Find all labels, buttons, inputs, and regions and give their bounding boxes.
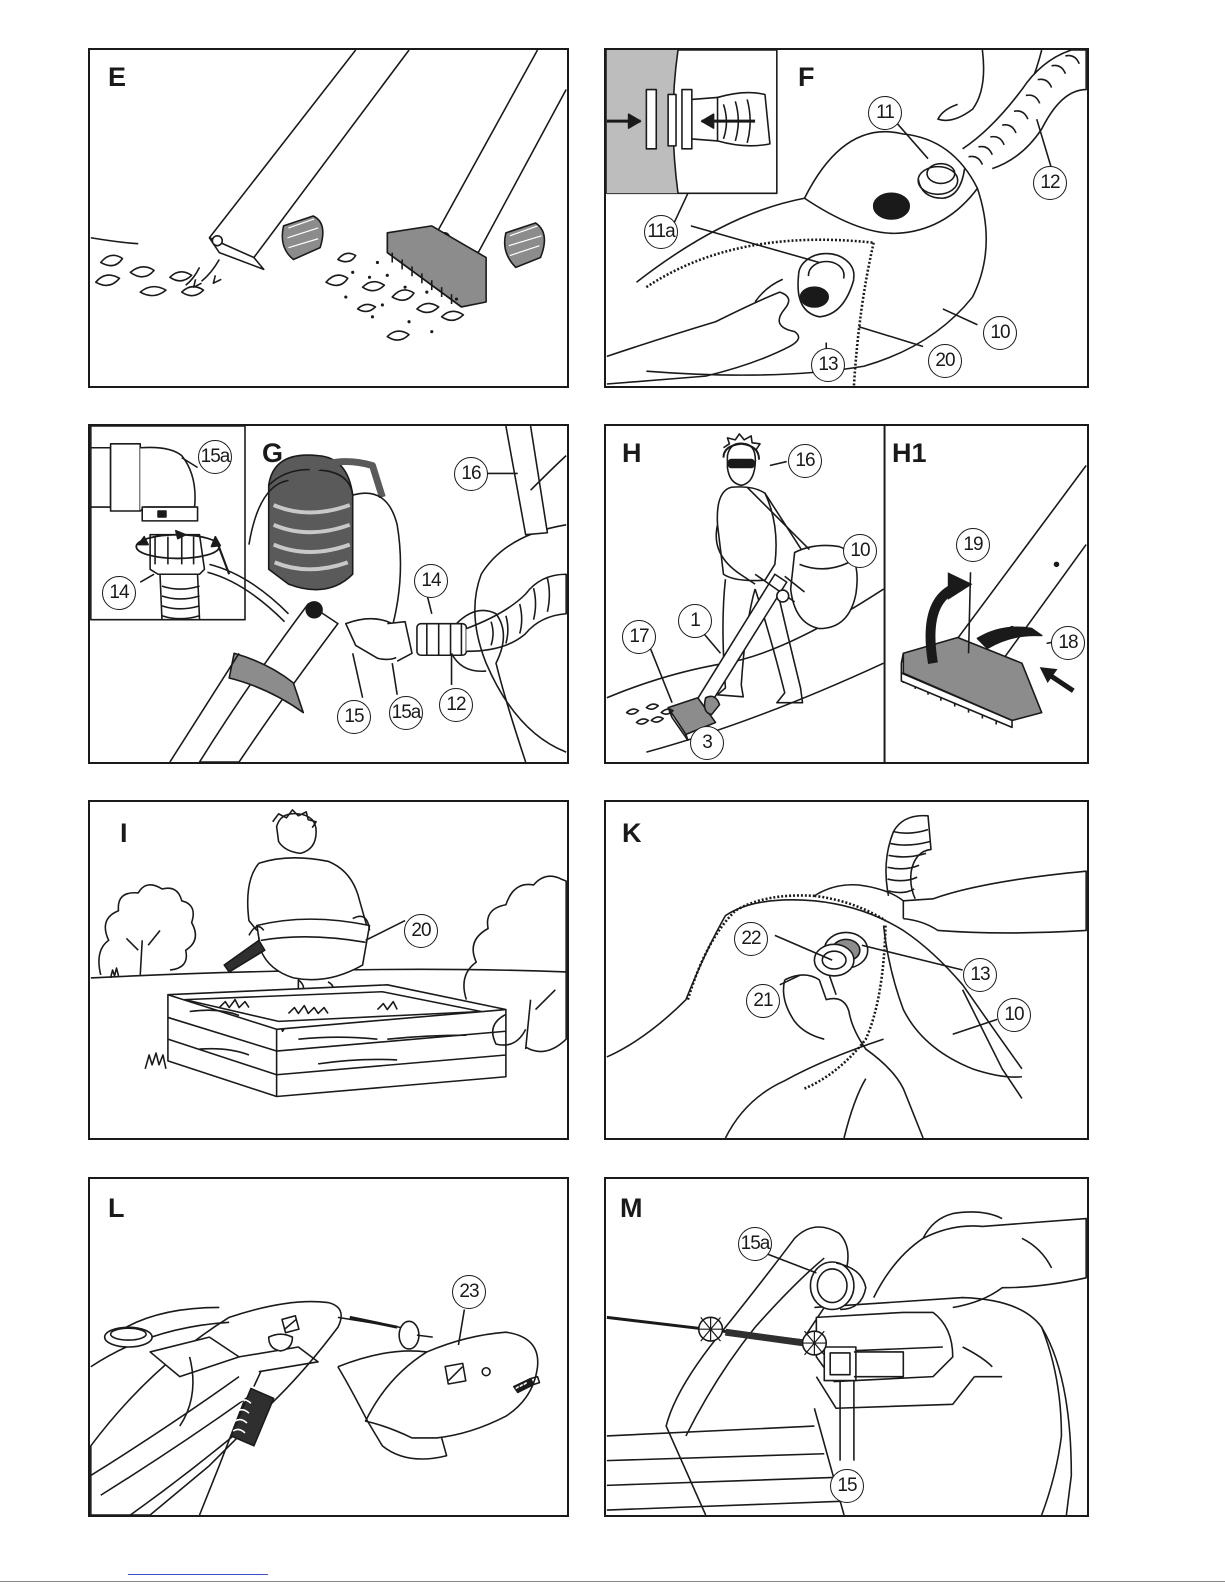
figure-letter: E xyxy=(108,64,126,91)
figure-h-panel: H H1 16 10 1 17 3 19 18 xyxy=(604,424,1089,764)
part-callout-13: 13 xyxy=(963,958,997,992)
part-callout-22: 22 xyxy=(734,922,768,956)
part-callout-20: 20 xyxy=(928,344,962,378)
part-callout-15a: 15a xyxy=(389,696,423,730)
part-callout-21: 21 xyxy=(746,984,780,1018)
part-callout-17: 17 xyxy=(622,620,656,654)
part-callout-3: 3 xyxy=(690,726,724,760)
part-callout-1: 1 xyxy=(678,604,712,638)
part-callout-20: 20 xyxy=(404,914,438,948)
footer-link-underline[interactable] xyxy=(128,1574,268,1575)
page-bottom-rule xyxy=(0,1581,1225,1582)
figure-l-panel: L 23 xyxy=(88,1177,569,1517)
cleaning-motor-cover-illustration xyxy=(90,1179,567,1515)
figure-i-panel: I 20 xyxy=(88,800,569,1140)
part-callout-15a-inset: 15a xyxy=(198,440,232,474)
cleaning-elbow-brush-illustration xyxy=(606,1179,1087,1515)
part-callout-12: 12 xyxy=(1033,166,1067,200)
part-callout-15a: 15a xyxy=(738,1227,772,1261)
part-callout-14: 14 xyxy=(414,564,448,598)
figure-letter-detail: H1 xyxy=(892,440,927,467)
part-callout-12: 12 xyxy=(439,688,473,722)
part-callout-15: 15 xyxy=(337,700,371,734)
figure-letter: G xyxy=(262,440,283,467)
part-callout-16: 16 xyxy=(454,457,488,491)
figure-letter: H xyxy=(622,440,642,467)
part-callout-16: 16 xyxy=(788,444,822,478)
part-callout-10: 10 xyxy=(843,534,877,568)
figure-f-panel: F 11 12 11a 10 13 20 xyxy=(604,48,1089,388)
figure-e-panel: E xyxy=(88,48,569,388)
removing-bag-seal-illustration xyxy=(606,802,1087,1138)
figure-letter: F xyxy=(798,64,815,91)
part-callout-10: 10 xyxy=(983,316,1017,350)
part-callout-18: 18 xyxy=(1051,626,1085,660)
figure-k-panel: K 22 13 21 10 xyxy=(604,800,1089,1140)
figure-g-panel: G 15a 14 16 14 15 15a 12 xyxy=(88,424,569,764)
part-callout-10: 10 xyxy=(997,998,1031,1032)
part-callout-13: 13 xyxy=(811,348,845,382)
part-callout-14-inset: 14 xyxy=(102,576,136,610)
leaf-vacuum-suction-illustration xyxy=(90,50,567,386)
figure-m-panel: M 15a 15 xyxy=(604,1177,1089,1517)
figure-letter: I xyxy=(120,820,128,847)
part-callout-15: 15 xyxy=(830,1469,864,1503)
figure-letter: K xyxy=(622,820,642,847)
operator-using-vacuum-illustration xyxy=(606,426,1087,762)
figure-letter: M xyxy=(620,1195,643,1222)
emptying-bag-compost-illustration xyxy=(90,802,567,1138)
part-callout-23: 23 xyxy=(452,1275,486,1309)
motor-hose-connection-illustration xyxy=(90,426,567,762)
figure-letter: L xyxy=(108,1195,125,1222)
part-callout-19: 19 xyxy=(956,528,990,562)
part-callout-11a: 11a xyxy=(644,215,678,249)
part-callout-11: 11 xyxy=(868,96,902,130)
